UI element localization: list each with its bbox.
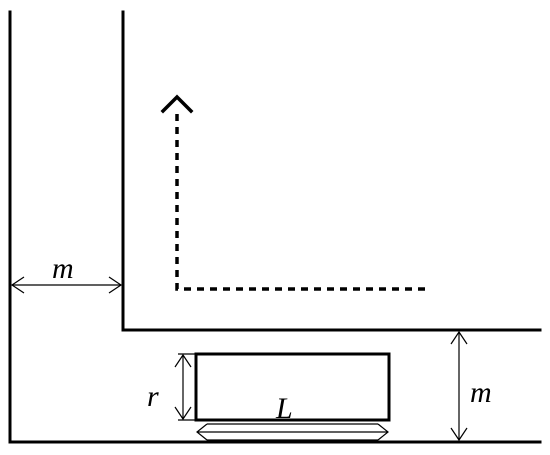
label-m-right: m [470, 376, 492, 409]
label-m-left: m [52, 252, 74, 285]
dimension-object-width [174, 353, 196, 421]
motion-arrowhead [160, 94, 194, 114]
dimension-bottom-corridor [450, 330, 468, 442]
object-rectangle [194, 352, 391, 422]
outer-wall [8, 10, 542, 444]
inner-wall [121, 10, 542, 332]
motion-path [160, 94, 425, 291]
label-L: L [275, 392, 293, 425]
label-r: r [147, 380, 159, 413]
dimension-left-corridor [10, 276, 123, 294]
dimension-object-length [196, 423, 389, 441]
